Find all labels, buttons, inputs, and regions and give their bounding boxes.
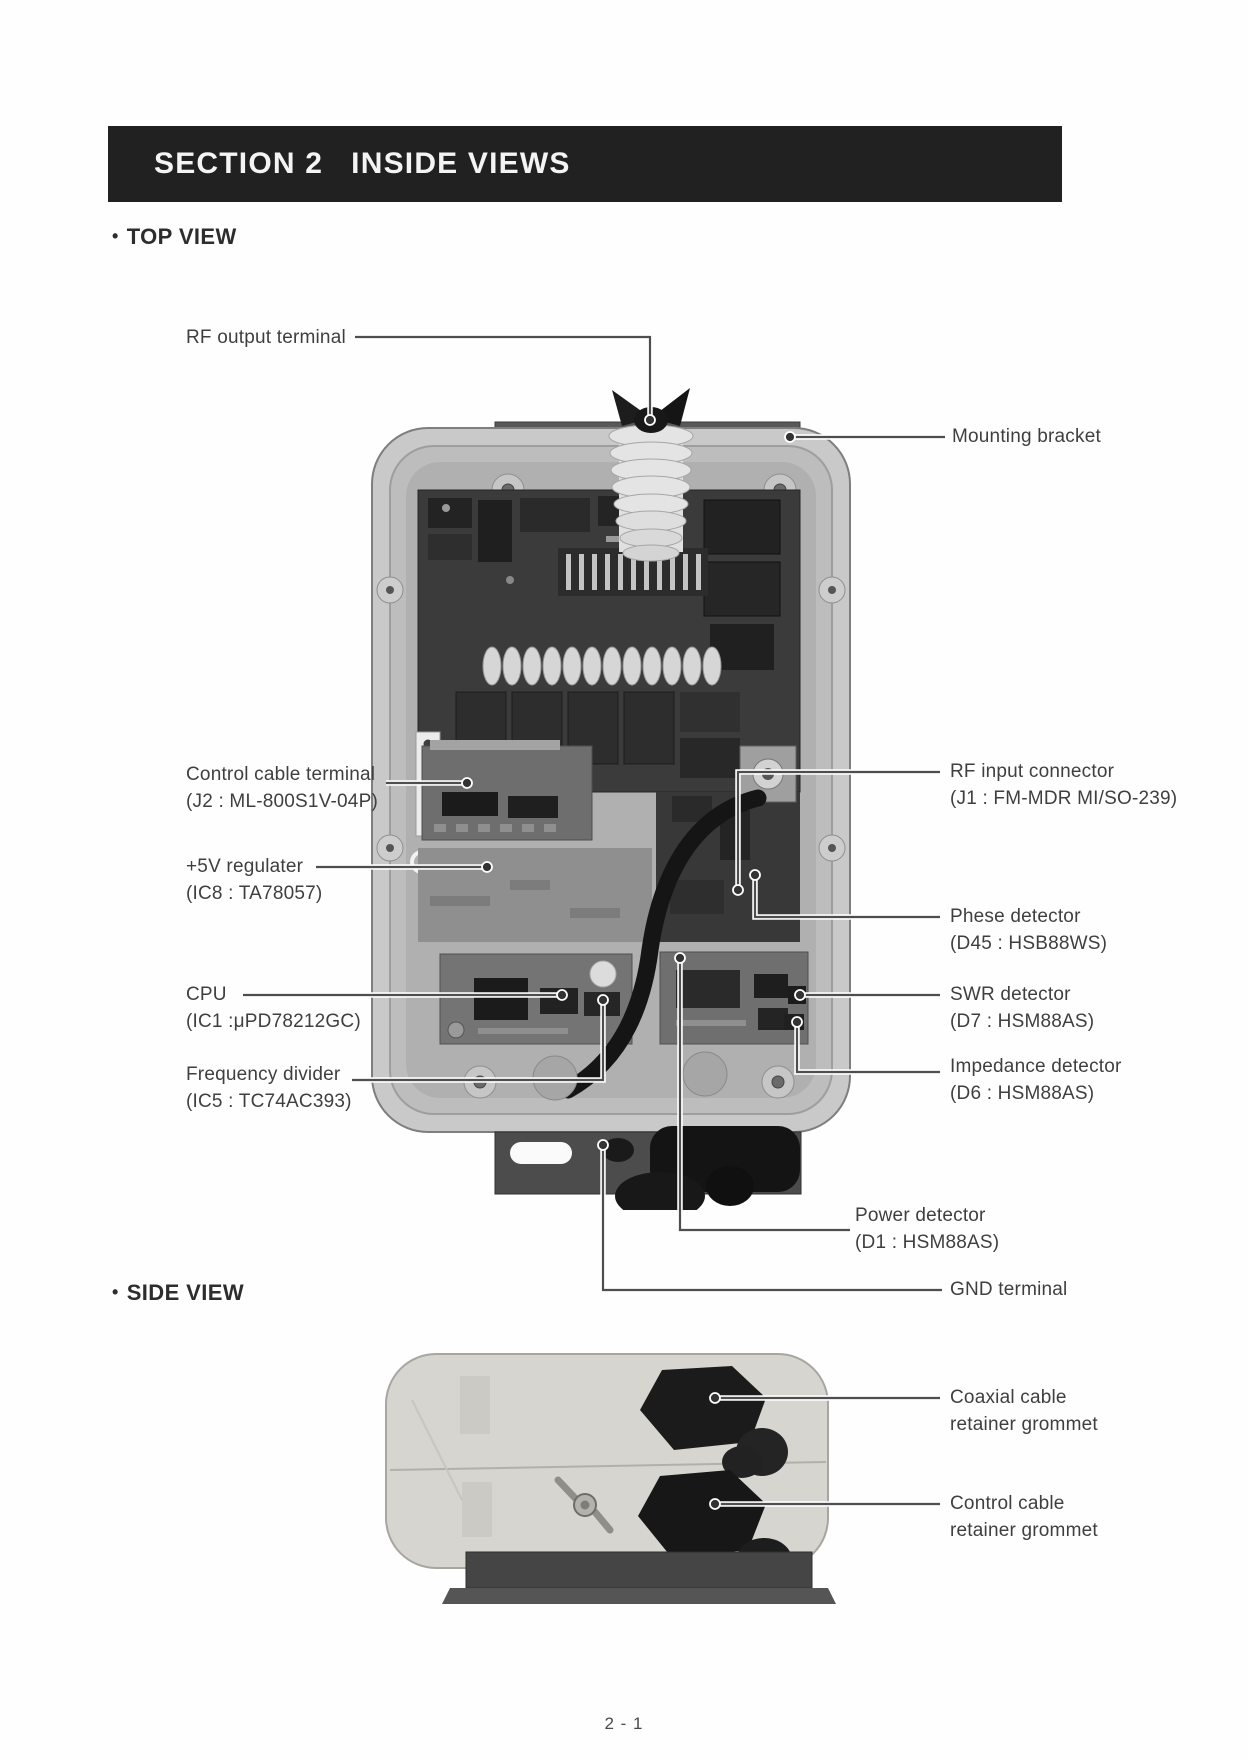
- section-title: SECTION 2 INSIDE VIEWS: [154, 147, 571, 181]
- side-view-heading: • SIDE VIEW: [112, 1280, 244, 1306]
- callout-impedance-detector: Impedance detector (D6 : HSM88AS): [950, 1053, 1122, 1107]
- callout-rf-output: RF output terminal: [186, 324, 346, 351]
- top-view-photo: [371, 388, 851, 1210]
- cpu-board: [439, 953, 633, 1045]
- detector-board: [659, 951, 809, 1045]
- callout-rf-input-name: RF input connector: [950, 761, 1115, 782]
- callout-gnd-terminal: GND terminal: [950, 1276, 1067, 1303]
- callout-rf-input: RF input connector (J1 : FM-MDR MI/SO-23…: [950, 758, 1177, 812]
- top-view-heading-text: TOP VIEW: [126, 224, 237, 249]
- callout-phase-detector-name: Phese detector: [950, 906, 1081, 927]
- callout-power-detector: Power detector (D1 : HSM88AS): [855, 1202, 999, 1256]
- callout-swr-detector-part: (D7 : HSM88AS): [950, 1011, 1095, 1032]
- coax-cable: [559, 789, 767, 1099]
- callout-freq-divider-part: (IC5 : TC74AC393): [186, 1091, 352, 1112]
- callout-regulator-part: (IC8 : TA78057): [186, 883, 323, 904]
- callout-cpu-name: CPU: [186, 984, 227, 1005]
- callout-phase-detector: Phese detector (D45 : HSB88WS): [950, 903, 1107, 957]
- callout-control-cable: Control cable terminal (J2 : ML-800S1V-0…: [186, 761, 378, 815]
- callout-freq-divider: Frequency divider (IC5 : TC74AC393): [186, 1061, 352, 1115]
- callout-cpu: CPU (IC1 :μPD78212GC): [186, 981, 361, 1035]
- section-number: SECTION 2: [154, 147, 324, 180]
- rf-output-insulator: [608, 424, 694, 562]
- side-view-heading-text: SIDE VIEW: [126, 1280, 244, 1305]
- section-name: INSIDE VIEWS: [351, 147, 571, 180]
- callout-coaxial-grommet: Coaxial cable retainer grommet: [950, 1384, 1098, 1438]
- case-bottom-recess: [682, 1051, 728, 1097]
- case-bottom-recess: [532, 1055, 578, 1101]
- callout-mounting-bracket: Mounting bracket: [952, 423, 1101, 450]
- top-view-heading: • TOP VIEW: [112, 224, 237, 250]
- section-header-bar: SECTION 2 INSIDE VIEWS: [108, 126, 1062, 202]
- callout-swr-detector: SWR detector (D7 : HSM88AS): [950, 981, 1094, 1035]
- callout-rf-input-part: (J1 : FM-MDR MI/SO-239): [950, 788, 1178, 809]
- callout-power-detector-part: (D1 : HSM88AS): [855, 1232, 1000, 1253]
- mounting-base: [442, 1551, 836, 1604]
- callout-regulator-name: +5V regulater: [186, 856, 304, 877]
- side-view-photo: [385, 1353, 836, 1604]
- bullet-icon: •: [112, 226, 119, 246]
- callout-power-detector-name: Power detector: [855, 1205, 986, 1226]
- callout-rf-output-name: RF output terminal: [186, 327, 346, 348]
- bullet-icon: •: [112, 1282, 119, 1302]
- callout-impedance-detector-name: Impedance detector: [950, 1056, 1122, 1077]
- solder-side-area: [418, 848, 652, 942]
- wing-bolt: [554, 1476, 614, 1534]
- callout-impedance-detector-part: (D6 : HSM88AS): [950, 1083, 1095, 1104]
- callout-control-cable-part: (J2 : ML-800S1V-04P): [186, 791, 378, 812]
- callout-gnd-terminal-name: GND terminal: [950, 1279, 1068, 1300]
- main-circuit-board: [417, 489, 801, 942]
- callout-phase-detector-part: (D45 : HSB88WS): [950, 933, 1108, 954]
- callout-cpu-part: (IC1 :μPD78212GC): [186, 1011, 361, 1032]
- callout-regulator: +5V regulater (IC8 : TA78057): [186, 853, 322, 907]
- callout-control-grommet: Control cable retainer grommet: [950, 1490, 1098, 1544]
- coil-loops: [482, 646, 722, 686]
- coaxial-cable-grommet: [640, 1366, 788, 1478]
- callout-control-grommet-name: Control cable: [950, 1493, 1065, 1514]
- control-sub-board: [421, 740, 593, 841]
- page-number: 2 - 1: [604, 1714, 644, 1733]
- callout-mounting-bracket-name: Mounting bracket: [952, 426, 1101, 447]
- callout-coaxial-grommet-part: retainer grommet: [950, 1414, 1098, 1435]
- callout-control-grommet-part: retainer grommet: [950, 1520, 1098, 1541]
- callout-coaxial-grommet-name: Coaxial cable: [950, 1387, 1067, 1408]
- callout-control-cable-name: Control cable terminal: [186, 764, 376, 785]
- callout-swr-detector-name: SWR detector: [950, 984, 1071, 1005]
- callout-freq-divider-name: Frequency divider: [186, 1064, 341, 1085]
